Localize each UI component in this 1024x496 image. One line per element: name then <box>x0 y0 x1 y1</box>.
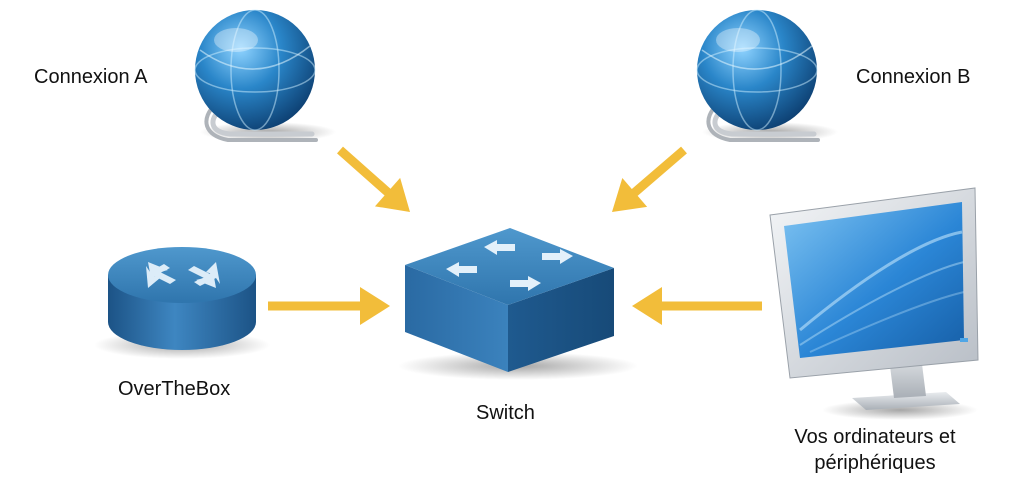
connexion-b-label: Connexion B <box>856 66 971 88</box>
connexion-a-label: Connexion A <box>34 66 148 88</box>
devices-monitor-icon <box>769 187 979 420</box>
devices-label-line2: périphériques <box>814 452 936 474</box>
connexion-a-globe-icon <box>194 9 336 142</box>
overthebox-label: OverTheBox <box>118 378 231 400</box>
switch-label: Switch <box>476 402 535 424</box>
arrowhead-connexion_a-to-switch <box>374 177 410 212</box>
arrowhead-connexion_b-to-switch <box>612 178 648 212</box>
arrows-group <box>268 146 762 325</box>
devices-label-line1: Vos ordinateurs et <box>794 426 956 448</box>
arrow-connexion_b-to-switch <box>630 146 687 198</box>
overthebox-router-icon <box>94 247 270 359</box>
arrow-connexion_a-to-switch <box>337 146 393 197</box>
devices-label: Vos ordinateurs et périphériques <box>780 424 970 476</box>
arrowhead-overthebox-to-switch <box>360 287 390 325</box>
arrowhead-devices-to-switch <box>632 287 662 325</box>
switch-icon <box>398 228 638 380</box>
connexion-b-globe-icon <box>696 9 838 142</box>
